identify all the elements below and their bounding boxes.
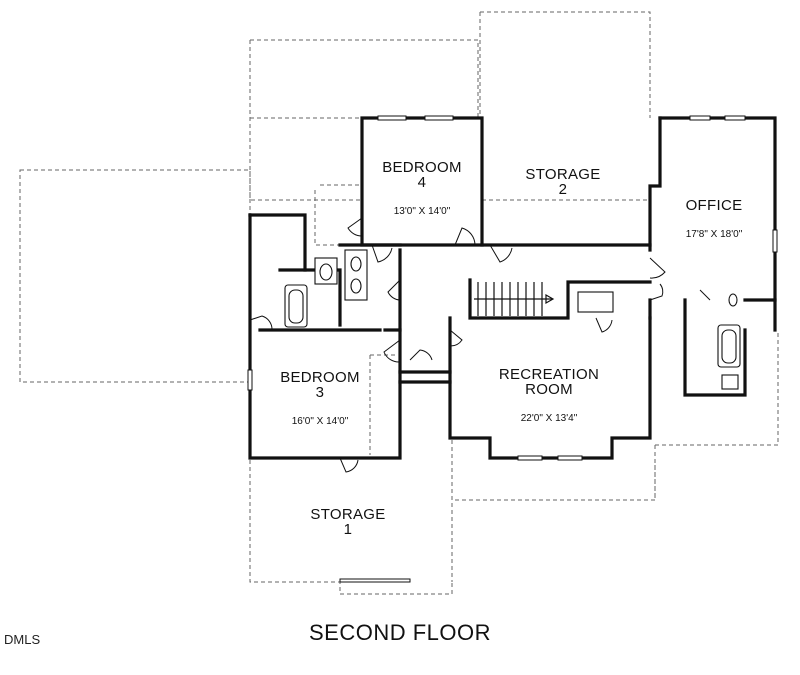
bedroom-4-name-2: 4 — [418, 174, 427, 191]
recreation-room-name-1: RECREATION — [499, 366, 599, 383]
storage-1-name-1: STORAGE — [310, 506, 385, 523]
dashed-outline — [19, 11, 779, 595]
storage-1-name-2: 1 — [344, 521, 353, 538]
bedroom-3-name-1: BEDROOM — [280, 369, 360, 386]
bedroom-4-dimensions: 13'0" X 14'0" — [394, 206, 451, 217]
windows — [247, 115, 778, 583]
walls — [248, 116, 777, 460]
office-dimensions: 17'8" X 18'0" — [686, 229, 743, 240]
bedroom-4-name-1: BEDROOM — [382, 159, 462, 176]
floor-title: SECOND FLOOR — [308, 620, 492, 645]
storage-2-name-1: STORAGE — [525, 166, 600, 183]
bedroom-3-name-2: 3 — [316, 384, 325, 401]
bedroom-3-dimensions: 16'0" X 14'0" — [292, 416, 349, 427]
recreation-room-name-2: ROOM — [525, 381, 573, 398]
office-name-1: OFFICE — [686, 197, 743, 214]
stair — [474, 282, 555, 316]
doors — [249, 217, 711, 473]
recreation-room-dimensions: 22'0" X 13'4" — [521, 413, 578, 424]
fixtures — [284, 249, 741, 390]
watermark-logo: DMLS — [4, 632, 41, 647]
storage-2-name-2: 2 — [559, 181, 568, 198]
